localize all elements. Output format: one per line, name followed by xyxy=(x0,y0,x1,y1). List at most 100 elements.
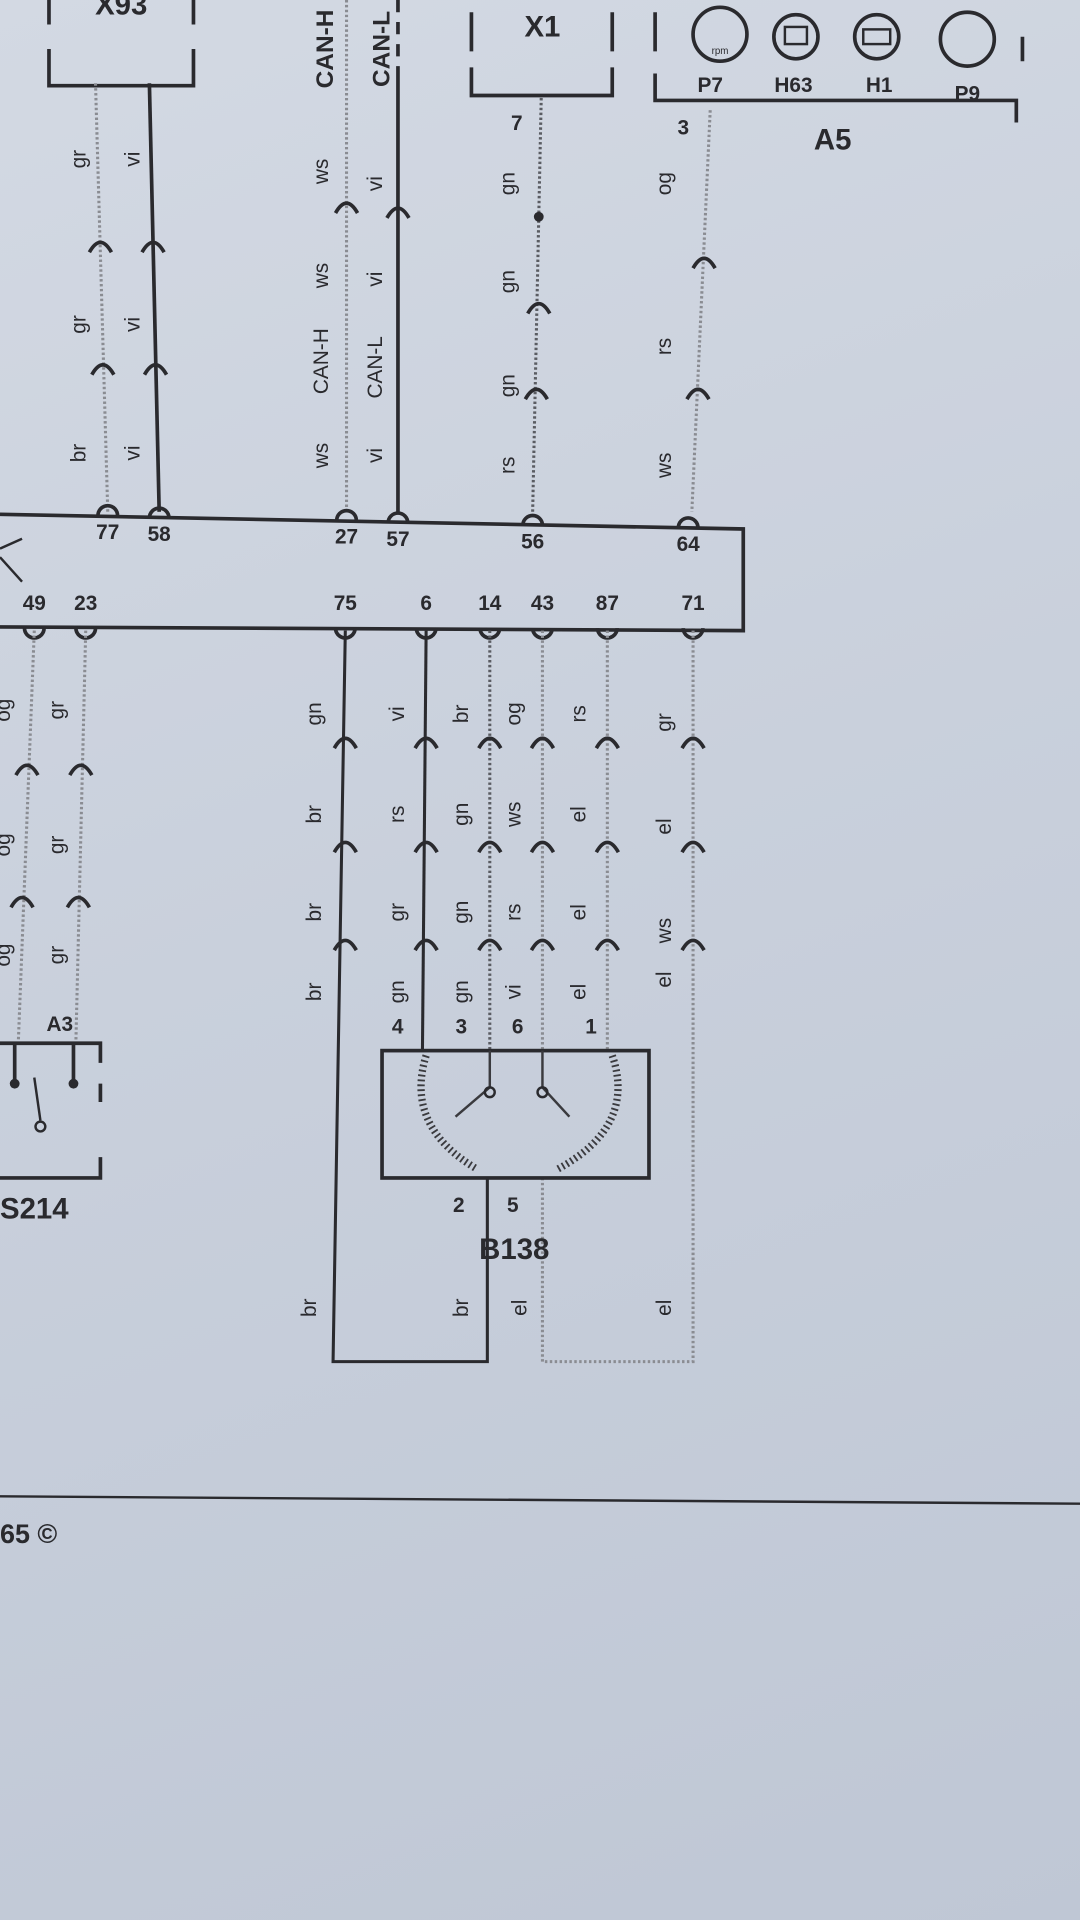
connector-arc-icon xyxy=(685,387,711,401)
svg-text:rpm: rpm xyxy=(712,46,729,57)
wire-color-label: ws xyxy=(653,918,676,944)
wire-64 xyxy=(690,110,712,512)
wire-color-label: br xyxy=(298,1298,321,1317)
wire-6 xyxy=(420,630,428,1051)
module-pin xyxy=(96,503,120,516)
warning-lamp-icon xyxy=(772,12,820,61)
connector-arc-icon xyxy=(680,938,706,952)
wire-49 xyxy=(16,630,36,1041)
footer-divider xyxy=(0,1495,1080,1505)
wire-color-label: vi xyxy=(364,272,387,287)
wire-color-label: vi xyxy=(364,448,387,463)
connector-arc-icon xyxy=(680,736,706,750)
connector-arc-icon xyxy=(594,736,620,750)
wire-color-label: gr xyxy=(46,836,69,855)
wire-color-label: rs xyxy=(502,904,525,921)
wire-color-label: el xyxy=(567,806,590,822)
p7-label: P7 xyxy=(697,74,722,97)
wire-color-label: CAN-H xyxy=(310,328,333,394)
connector-arc-icon xyxy=(9,895,35,909)
wire-color-label: vi xyxy=(122,446,145,461)
module-pin xyxy=(147,506,171,519)
wire-color-label: ws xyxy=(310,263,333,289)
module-pin-label: 14 xyxy=(478,592,502,615)
wire-color-label: br xyxy=(450,705,473,724)
module-pin xyxy=(676,516,700,528)
module-pin-label: 56 xyxy=(521,531,544,554)
wire-77 xyxy=(93,83,110,512)
wire-color-label: el xyxy=(653,818,676,834)
b138-pin-6: 6 xyxy=(512,1015,524,1038)
instrument-cluster-a5: rpm P7 H63 H1 P9 A5 xyxy=(653,5,1025,156)
wire-color-label: vi xyxy=(122,317,145,332)
module-pin-label: 77 xyxy=(96,521,119,544)
page-footer: 65 © xyxy=(0,1519,57,1549)
connector-arc-icon xyxy=(594,938,620,952)
wire-color-label: gr xyxy=(46,946,69,965)
b138-pin-3: 3 xyxy=(456,1015,468,1038)
wire-color-label: rs xyxy=(386,806,409,823)
connector-arc-icon xyxy=(385,206,411,219)
arrow-icon xyxy=(0,537,23,583)
module-pin-label: 27 xyxy=(335,526,358,549)
connector-arc-icon xyxy=(413,840,439,854)
wire-color-label: br xyxy=(303,903,326,922)
module-pin-label: 43 xyxy=(531,592,554,615)
wire-color-label: ws xyxy=(502,802,525,828)
h1-label: H1 xyxy=(866,74,893,97)
connector-arc-icon xyxy=(413,736,439,750)
connector-arc-icon xyxy=(477,840,503,854)
wire-71 xyxy=(540,630,695,1364)
connector-arc-icon xyxy=(87,240,114,254)
connector-arc-icon xyxy=(529,736,556,750)
wire-color-label: el xyxy=(509,1300,532,1316)
wire-color-label: gn xyxy=(496,172,519,195)
connector-arc-icon xyxy=(413,938,439,952)
module-pin-label: 75 xyxy=(334,592,357,615)
module-pin-label: 49 xyxy=(23,592,46,615)
connector-arc-icon xyxy=(691,256,717,270)
connector-arc-icon xyxy=(142,363,169,376)
module-pin-label: 23 xyxy=(74,592,97,615)
connector-arc-icon xyxy=(594,840,620,854)
wire-color-label: el xyxy=(653,1300,676,1316)
wire-color-label: og xyxy=(653,172,676,195)
wire-58 xyxy=(147,83,162,512)
splice-dot xyxy=(533,211,544,222)
sensor-b138: 4 3 6 1 2 5 B138 xyxy=(380,1015,651,1266)
connector-arc-icon xyxy=(68,763,94,777)
connector-x1: X1 xyxy=(469,11,615,98)
switch-s214: A3 S214 xyxy=(0,1013,103,1225)
can-l-label: CAN-L xyxy=(368,11,395,87)
wire-color-label: br xyxy=(303,805,326,824)
connector-x93: X93 xyxy=(47,0,196,88)
wire-color-label: el xyxy=(567,904,590,920)
wire-color-label: og xyxy=(0,699,15,722)
module-pin-label: 6 xyxy=(420,592,432,615)
connector-arc-icon xyxy=(65,895,91,909)
module-pin xyxy=(334,508,359,521)
module-pin-label: 87 xyxy=(596,592,619,615)
module-pin xyxy=(386,511,410,524)
module-pin xyxy=(521,513,545,526)
wire-color-label: gn xyxy=(496,270,519,293)
wire-color-label: vi xyxy=(122,152,145,167)
wire-color-label: vi xyxy=(364,176,387,191)
speedometer-icon xyxy=(938,10,997,68)
p9-label: P9 xyxy=(955,82,980,105)
wire-color-label: rs xyxy=(496,457,519,474)
wire-color-label: gn xyxy=(303,702,326,725)
wire-color-label: og xyxy=(502,702,525,725)
a5-label: A5 xyxy=(814,123,852,156)
connector-arc-icon xyxy=(333,201,360,215)
wire-color-label: ws xyxy=(310,443,333,469)
battery-lamp-icon xyxy=(852,12,901,61)
wire-color-label: gr xyxy=(46,701,69,720)
wire-color-label: og xyxy=(0,944,15,967)
wire-color-label: og xyxy=(0,833,15,856)
wire-color-label: gr xyxy=(386,903,409,922)
b138-pin-2: 2 xyxy=(453,1194,465,1217)
wire-color-label: ws xyxy=(653,453,676,479)
module-pin-label: 57 xyxy=(386,528,409,551)
connector-arc-icon xyxy=(477,736,503,750)
